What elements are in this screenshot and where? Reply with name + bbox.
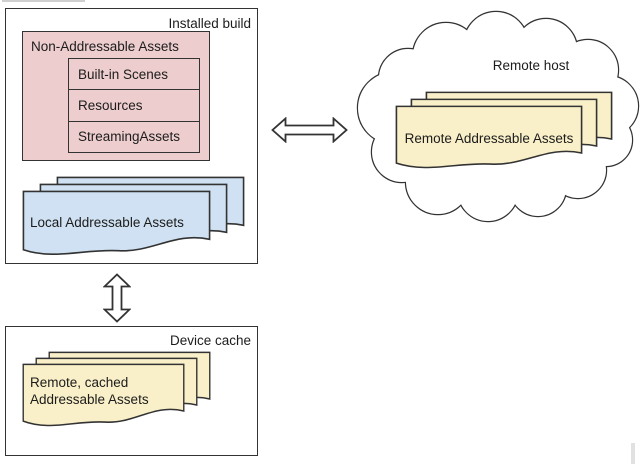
document-shape-front [22,363,185,427]
local-addressable-assets-label: Local Addressable Assets [30,215,184,230]
installed-build-title: Installed build [168,16,251,31]
scrollbar-thumb[interactable] [631,443,635,464]
device-cache-title: Device cache [169,333,251,348]
document-shape-front [22,190,211,256]
table-row-built-in-scenes: Built-in Scenes [78,66,169,82]
non-addressable-assets-title: Non-Addressable Assets [31,39,179,54]
cropped-ui-artifact [2,0,85,2]
document-shape-front [395,105,583,169]
remote-host-title: Remote host [492,58,570,73]
remote-addressable-assets-label: Remote Addressable Assets [404,131,574,146]
table-row-streaming-assets: StreamingAssets [69,120,199,152]
cached-addressable-assets-label: Remote, cached Addressable Assets [30,375,149,407]
non-addressable-assets-table: Built-in Scenes Resources StreamingAsset… [68,58,200,153]
sync-arrow-vertical-icon [103,273,131,323]
table-row-resources: Resources [69,89,199,120]
sync-arrow-horizontal-icon [271,117,348,143]
